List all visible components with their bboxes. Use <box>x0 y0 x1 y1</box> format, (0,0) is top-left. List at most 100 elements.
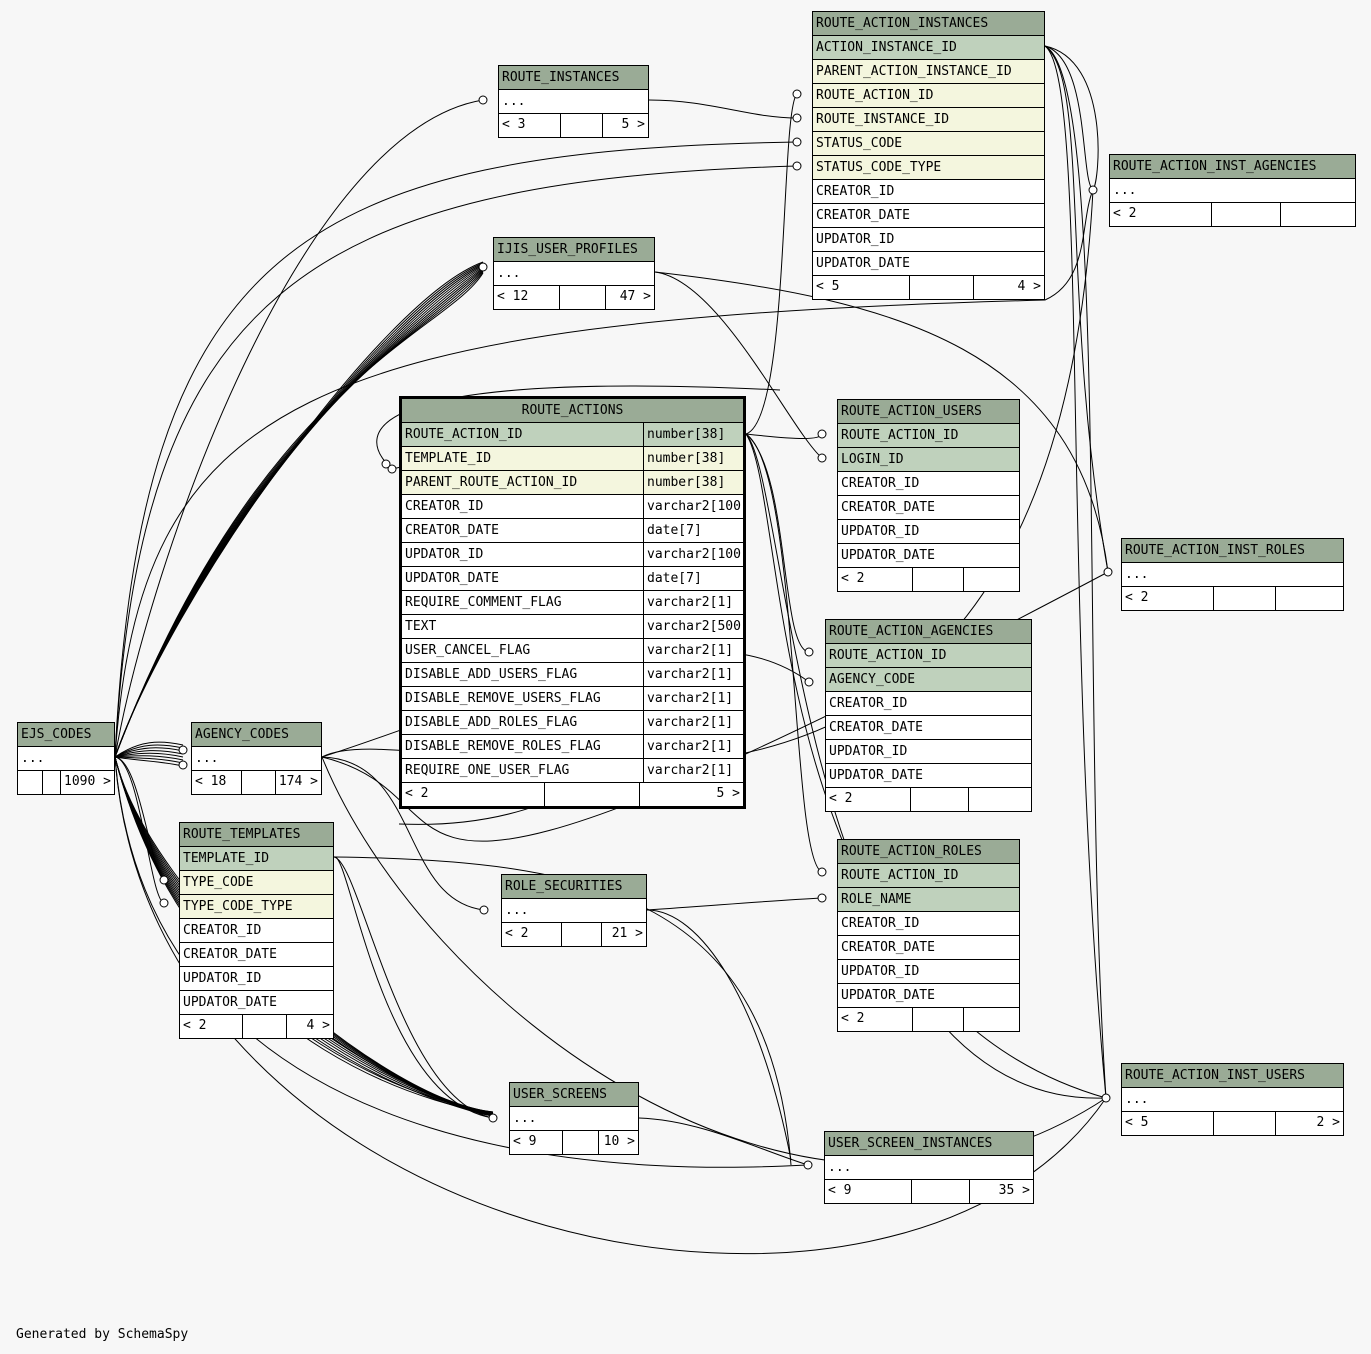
child-count[interactable] <box>963 568 1019 591</box>
column-row-more[interactable]: ... <box>18 747 114 771</box>
column-row-creator-date[interactable]: CREATOR_DATE <box>838 936 1019 960</box>
column-row-more[interactable]: ... <box>502 899 646 923</box>
column-row-more[interactable]: ... <box>1110 179 1355 203</box>
column-row-more[interactable]: ... <box>825 1156 1033 1180</box>
child-count[interactable]: 10 > <box>598 1131 638 1154</box>
parent-count[interactable]: < 9 <box>828 1183 852 1198</box>
column-row-creator-date[interactable]: CREATOR_DATE <box>180 943 333 967</box>
column-row-updator-date[interactable]: UPDATOR_DATE <box>838 984 1019 1008</box>
parent-count[interactable]: < 5 <box>1125 1115 1149 1130</box>
column-row-agency-code[interactable]: AGENCY_CODE <box>826 668 1031 692</box>
child-count[interactable]: 4 > <box>285 1015 333 1038</box>
child-count[interactable]: 2 > <box>1275 1112 1343 1135</box>
column-row-updator-date[interactable]: UPDATOR_DATE <box>838 544 1019 568</box>
column-row-route-action-id[interactable]: ROUTE_ACTION_ID <box>813 84 1044 108</box>
column-row-parent-action-instance-id[interactable]: PARENT_ACTION_INSTANCE_ID <box>813 60 1044 84</box>
column-row-updator-id[interactable]: UPDATOR_ID <box>826 740 1031 764</box>
table-route-action-inst-roles[interactable]: ROUTE_ACTION_INST_ROLES...< 2 <box>1121 538 1344 611</box>
column-row-route-instance-id[interactable]: ROUTE_INSTANCE_ID <box>813 108 1044 132</box>
column-row-updator-date[interactable]: UPDATOR_DATE <box>826 764 1031 788</box>
parent-count[interactable]: < 2 <box>841 1011 865 1026</box>
column-row-updator-id[interactable]: UPDATOR_ID <box>838 960 1019 984</box>
parent-count[interactable] <box>18 771 42 794</box>
column-row-creator-id[interactable]: CREATOR_ID <box>813 180 1044 204</box>
child-count[interactable]: 21 > <box>601 923 646 946</box>
column-row-action-instance-id[interactable]: ACTION_INSTANCE_ID <box>813 36 1044 60</box>
column-row-updator-date[interactable]: UPDATOR_DATE <box>180 991 333 1015</box>
column-row-creator-id[interactable]: CREATOR_ID <box>826 692 1031 716</box>
column-row-template-id[interactable]: TEMPLATE_ID <box>180 847 333 871</box>
column-row-more[interactable]: ... <box>510 1107 638 1131</box>
parent-count[interactable]: < 2 <box>1113 206 1137 221</box>
parent-count[interactable]: < 3 <box>502 117 526 132</box>
column-row-updator-date[interactable]: UPDATOR_DATE <box>813 252 1044 276</box>
column-row-route-action-id[interactable]: ROUTE_ACTION_ID <box>826 644 1031 668</box>
child-count[interactable]: 4 > <box>973 276 1044 299</box>
child-count[interactable]: 5 > <box>601 114 648 137</box>
child-count[interactable]: 35 > <box>969 1180 1033 1203</box>
column-row-more[interactable]: ... <box>494 262 654 286</box>
column-row-updator-id[interactable]: UPDATOR_ID <box>838 520 1019 544</box>
column-row-creator-id[interactable]: CREATOR_ID <box>838 912 1019 936</box>
column-row-type-code-type[interactable]: TYPE_CODE_TYPE <box>180 895 333 919</box>
column-row-status-code[interactable]: STATUS_CODE <box>813 132 1044 156</box>
column-row-more[interactable]: ... <box>1122 563 1343 587</box>
column-row-status-code-type[interactable]: STATUS_CODE_TYPE <box>813 156 1044 180</box>
column-row-updator-id[interactable]: UPDATOR_ID <box>813 228 1044 252</box>
column-row-creator-date[interactable]: CREATOR_DATE <box>838 496 1019 520</box>
table-route-action-inst-agencies[interactable]: ROUTE_ACTION_INST_AGENCIES...< 2 <box>1109 154 1356 227</box>
parent-count[interactable]: < 2 <box>841 571 865 586</box>
child-count[interactable]: 5 > <box>638 783 743 806</box>
parent-count[interactable]: < 12 <box>497 289 529 304</box>
column-row-login-id[interactable]: LOGIN_ID <box>838 448 1019 472</box>
column-row-creator-date[interactable]: CREATOR_DATE <box>813 204 1044 228</box>
column-row-creator-id[interactable]: CREATOR_ID <box>838 472 1019 496</box>
parent-count[interactable]: < 2 <box>1125 590 1149 605</box>
parent-count[interactable]: < 18 <box>195 774 227 789</box>
parent-count[interactable]: < 9 <box>513 1134 537 1149</box>
column-row-role-name[interactable]: ROLE_NAME <box>838 888 1019 912</box>
parent-count[interactable]: < 2 <box>183 1018 207 1033</box>
parent-count[interactable]: < 5 <box>816 279 840 294</box>
parent-count[interactable]: < 2 <box>505 926 529 941</box>
column-row-updator-id[interactable]: UPDATOR_ID <box>180 967 333 991</box>
column-row-more[interactable]: ... <box>1122 1088 1343 1112</box>
parent-count[interactable]: < 2 <box>829 791 853 806</box>
table-ejs-codes[interactable]: EJS_CODES...1090 > <box>17 722 115 795</box>
child-count[interactable]: 174 > <box>274 771 321 794</box>
child-count[interactable] <box>967 788 1031 811</box>
child-count[interactable] <box>963 1008 1019 1031</box>
column-row-creator-date[interactable]: CREATOR_DATE <box>826 716 1031 740</box>
column-row-type-code[interactable]: TYPE_CODE <box>180 871 333 895</box>
column-row-route-action-id[interactable]: ROUTE_ACTION_ID <box>838 424 1019 448</box>
parent-count[interactable]: < 2 <box>405 786 429 801</box>
child-count[interactable] <box>1275 587 1343 610</box>
child-count[interactable]: 47 > <box>604 286 654 309</box>
